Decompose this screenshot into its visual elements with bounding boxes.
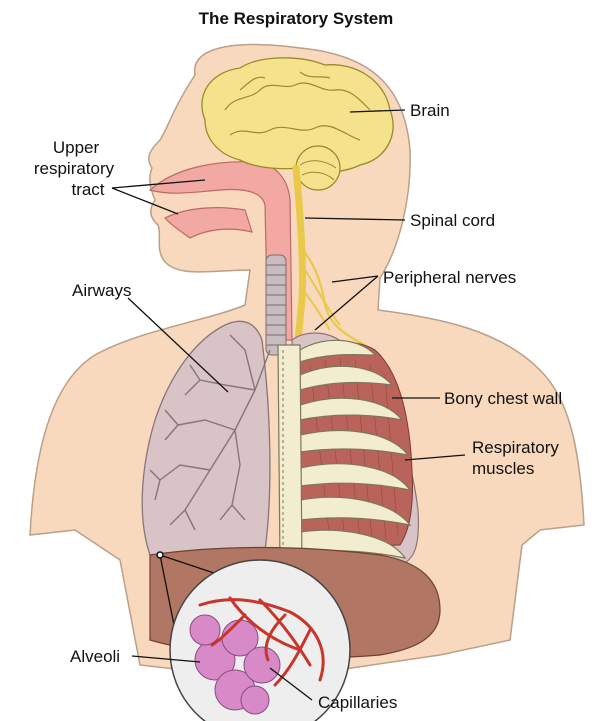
label-upper-respiratory-tract-line3: tract	[71, 180, 104, 199]
label-upper-respiratory-tract-line1: Upper	[53, 138, 100, 157]
label-respiratory-muscles-line1: Respiratory	[472, 438, 559, 457]
label-bony-chest-wall: Bony chest wall	[444, 389, 562, 408]
diagram-title: The Respiratory System	[199, 9, 394, 28]
label-upper-respiratory-tract-line2: respiratory	[34, 159, 115, 178]
label-respiratory-muscles-line2: muscles	[472, 459, 534, 478]
label-alveoli: Alveoli	[70, 647, 120, 666]
trachea	[266, 255, 286, 355]
label-brain: Brain	[410, 101, 450, 120]
label-capillaries: Capillaries	[318, 693, 397, 712]
label-spinal-cord: Spinal cord	[410, 211, 495, 230]
label-airways: Airways	[72, 281, 132, 300]
label-peripheral-nerves: Peripheral nerves	[383, 268, 516, 287]
